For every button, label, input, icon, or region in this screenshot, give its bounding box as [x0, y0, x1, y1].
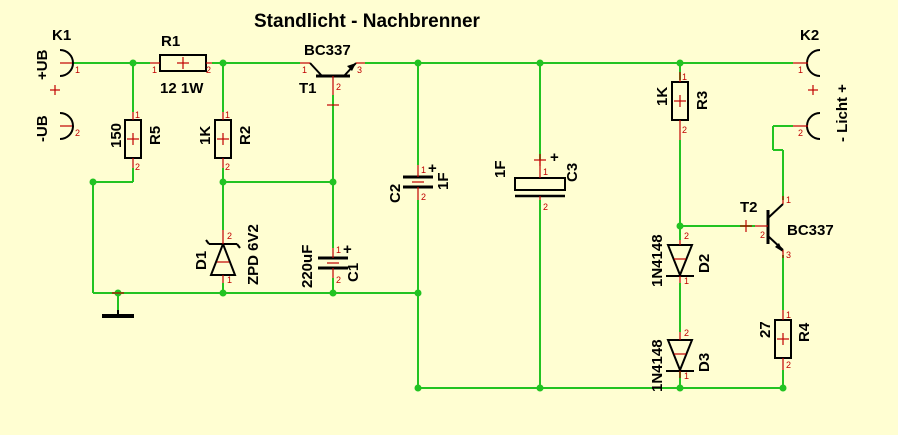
svg-text:+: +: [343, 241, 352, 258]
k1-pin2-label: -UB: [34, 115, 51, 142]
svg-text:2: 2: [421, 192, 426, 202]
wires: [72, 62, 793, 389]
d3-ref: D3: [696, 353, 713, 372]
connector-k1: K1 1 2 +UB -UB: [34, 27, 80, 142]
capacitor-c1: 1 2 + 220uF C1: [299, 241, 362, 288]
d1-ref: D1: [193, 251, 210, 270]
k2-ref: K2: [800, 27, 819, 44]
svg-text:2: 2: [684, 328, 689, 338]
diode-d3: 2 1 1N4148 D3: [649, 328, 713, 392]
svg-text:2: 2: [225, 162, 230, 172]
c1-ref: C1: [345, 263, 362, 282]
diode-d2: 2 1 1N4148 D2: [649, 231, 713, 287]
svg-text:1: 1: [543, 167, 548, 177]
svg-text:3: 3: [786, 250, 791, 260]
t1-value: BC337: [304, 42, 351, 59]
svg-text:1: 1: [684, 276, 689, 286]
c2-value: 1F: [435, 172, 452, 190]
svg-text:2: 2: [760, 230, 765, 240]
d3-value: 1N4148: [649, 339, 666, 392]
k1-pin1-label: +UB: [34, 49, 51, 80]
r1-value: 12 1W: [160, 80, 204, 97]
c1-value: 220uF: [299, 245, 316, 288]
t2-value: BC337: [787, 222, 834, 239]
r3-ref: R3: [694, 91, 711, 110]
svg-text:1: 1: [225, 110, 230, 120]
resistor-r4: 1 2 27 R4: [757, 310, 813, 370]
c2-ref: C2: [387, 184, 404, 203]
svg-text:2: 2: [336, 82, 341, 92]
c3-ref: C3: [564, 163, 581, 182]
transistor-t2: T2 BC337 1 2 3: [740, 195, 834, 260]
capacitor-c3: 1 2 + 1F C3: [492, 149, 581, 212]
svg-text:1: 1: [684, 371, 689, 381]
svg-text:2: 2: [682, 125, 687, 135]
resistor-r5: 1 2 150 R5: [108, 110, 164, 172]
d2-value: 1N4148: [649, 234, 666, 287]
r5-value: 150: [108, 123, 125, 148]
svg-text:2: 2: [206, 65, 211, 75]
d1-value: ZPD 6V2: [245, 224, 262, 285]
svg-text:1: 1: [302, 65, 307, 75]
resistor-r3: 1 2 1K R3: [654, 72, 711, 140]
d2-ref: D2: [696, 254, 713, 273]
svg-text:1: 1: [227, 275, 232, 285]
svg-text:2: 2: [336, 275, 341, 285]
t1-ref: T1: [299, 80, 317, 97]
r4-ref: R4: [796, 322, 813, 342]
svg-text:1: 1: [682, 72, 687, 82]
svg-text:1: 1: [336, 245, 341, 255]
t2-ref: T2: [740, 199, 758, 216]
capacitor-c2: 1 2 + C2 1F: [387, 160, 452, 203]
r5-ref: R5: [147, 126, 164, 145]
svg-text:2: 2: [798, 128, 803, 138]
r1-ref: R1: [161, 33, 180, 50]
svg-text:1: 1: [135, 110, 140, 120]
svg-text:1: 1: [798, 65, 803, 75]
r4-value: 27: [757, 321, 774, 338]
transistor-t1: BC337 T1 1 3 2: [299, 42, 365, 106]
svg-text:1: 1: [786, 310, 791, 320]
svg-text:2: 2: [75, 128, 80, 138]
k1-ref: K1: [52, 27, 71, 44]
svg-text:3: 3: [357, 65, 362, 75]
svg-text:2: 2: [786, 360, 791, 370]
svg-text:1: 1: [75, 65, 80, 75]
resistor-r2: 1 2 1K R2: [197, 110, 254, 172]
r3-value: 1K: [654, 87, 671, 106]
svg-text:1: 1: [152, 65, 157, 75]
junctions: [89, 59, 787, 392]
schematic-title: Standlicht - Nachbrenner: [254, 11, 481, 32]
connector-k2: K2 1 2 - Licht +: [793, 27, 851, 142]
svg-text:+: +: [550, 149, 559, 166]
c3-value: 1F: [492, 160, 509, 178]
svg-text:2: 2: [684, 231, 689, 241]
svg-text:1: 1: [421, 165, 426, 175]
ground-symbol: [102, 292, 134, 318]
r2-ref: R2: [237, 126, 254, 145]
svg-text:+: +: [428, 160, 437, 177]
svg-text:2: 2: [135, 162, 140, 172]
diode-d1: 2 1 D1 ZPD 6V2: [193, 224, 262, 285]
svg-text:1: 1: [786, 195, 791, 205]
r2-value: 1K: [197, 126, 214, 145]
k2-pin-label: - Licht +: [834, 84, 851, 142]
resistor-r1: R1 1 2 12 1W: [150, 33, 212, 97]
svg-text:2: 2: [543, 202, 548, 212]
svg-text:2: 2: [227, 231, 232, 241]
